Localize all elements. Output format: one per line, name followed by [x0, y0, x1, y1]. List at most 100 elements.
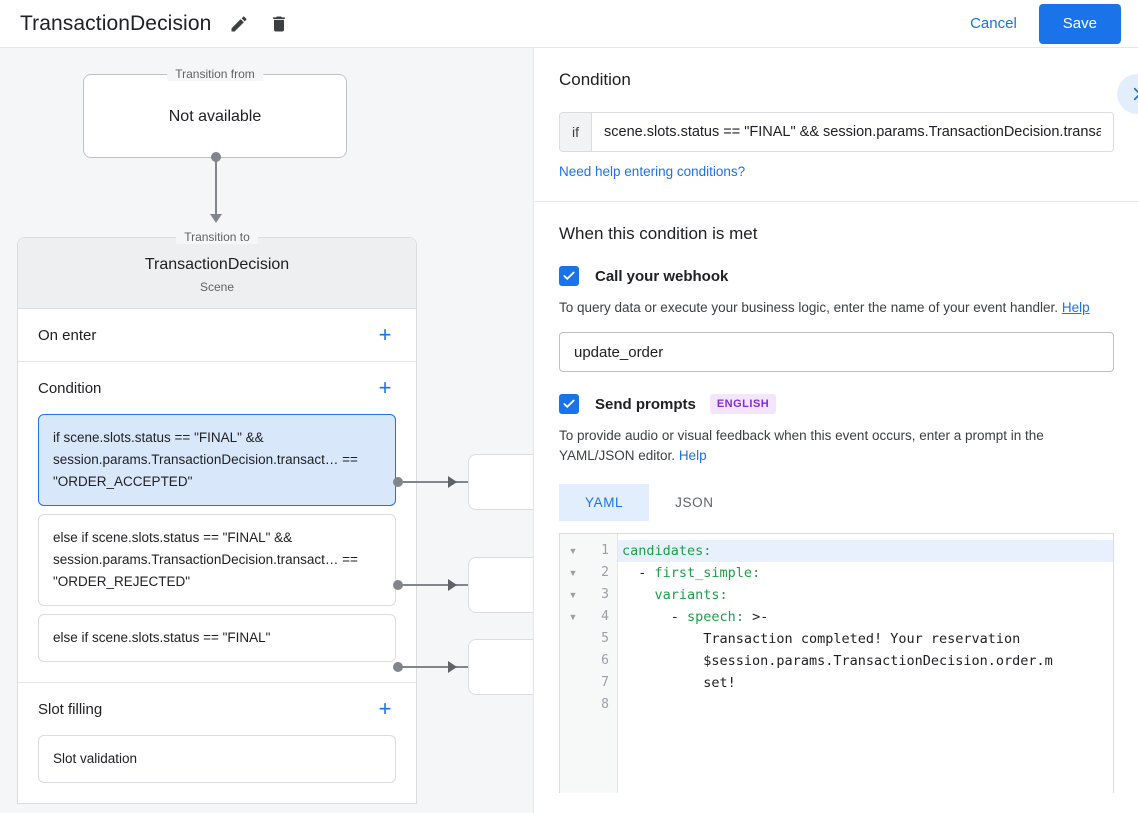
prompts-checkbox-row: Send prompts ENGLISH — [559, 394, 1114, 414]
line-number: 3 — [601, 587, 609, 602]
code-indent — [622, 565, 638, 581]
connector-line-condition-2 — [398, 584, 472, 586]
code-line: - first_simple: — [618, 562, 1113, 584]
add-condition-button[interactable]: + — [378, 375, 392, 400]
code-line — [618, 694, 1113, 716]
connector-arrow-condition-3 — [448, 661, 457, 673]
fold-toggle-icon[interactable]: ▼ — [568, 546, 578, 556]
section-title-slot-filling: Slot filling — [38, 700, 103, 718]
panel-heading-when-met: When this condition is met — [559, 224, 758, 243]
scene-graph-canvas[interactable]: Transition from Not available Transition… — [0, 48, 534, 813]
section-on-enter: On enter + — [18, 309, 416, 362]
yaml-code-editor[interactable]: ▼ ▼ ▼ ▼ 1 2 3 4 5 6 7 8 candidates: - fi… — [559, 533, 1114, 793]
connector-line-condition-1 — [398, 481, 472, 483]
code-token-dash: - — [638, 565, 655, 581]
editor-line-numbers: 1 2 3 4 5 6 7 8 — [586, 534, 618, 793]
code-token-key: first_simple: — [654, 565, 761, 581]
event-handler-input[interactable] — [559, 332, 1114, 372]
code-line: candidates: — [618, 540, 1113, 562]
condition-list: if scene.slots.status == "FINAL" && sess… — [38, 414, 396, 682]
webhook-label: Call your webhook — [595, 267, 729, 285]
webhook-help-link[interactable]: Help — [1061, 300, 1090, 315]
line-number: 5 — [601, 631, 609, 646]
section-title-condition: Condition — [38, 379, 102, 397]
list-item[interactable]: if scene.slots.status == "FINAL" && sess… — [38, 414, 396, 506]
code-line: - speech: >- — [618, 606, 1113, 628]
page-title: TransactionDecision — [20, 11, 212, 35]
trash-icon[interactable] — [267, 12, 291, 36]
transition-from-legend: Transition from — [167, 67, 263, 81]
code-token-tail: >- — [743, 609, 769, 625]
connector-line-vertical — [215, 157, 217, 219]
code-token-key: candidates: — [622, 543, 712, 559]
transition-from-value: Not available — [168, 108, 262, 125]
prompts-checkbox[interactable] — [559, 394, 579, 414]
code-indent — [622, 631, 703, 647]
list-item[interactable]: else if scene.slots.status == "FINAL" — [38, 614, 396, 662]
list-item[interactable]: Slot validation — [38, 735, 396, 783]
tab-json[interactable]: JSON — [675, 495, 714, 510]
prompts-label: Send prompts — [595, 395, 696, 413]
transition-from-box[interactable]: Transition from Not available — [83, 67, 347, 158]
fold-toggle-icon[interactable]: ▼ — [568, 590, 578, 600]
if-prefix-label: if — [560, 113, 592, 151]
code-line: $session.params.TransactionDecision.orde… — [618, 650, 1113, 672]
target-box-2[interactable] — [468, 557, 533, 613]
condition-input[interactable] — [592, 113, 1113, 151]
code-token-text: set! — [703, 675, 736, 691]
code-token-text: Transaction completed! Your reservation — [703, 631, 1021, 647]
code-token-dash: - — [670, 609, 688, 625]
transition-to-legend: Transition to — [176, 230, 258, 244]
code-indent — [622, 609, 671, 625]
line-number: 7 — [601, 675, 609, 690]
section-slot-filling: Slot filling + Slot validation — [18, 683, 416, 803]
save-button[interactable]: Save — [1038, 3, 1121, 44]
line-number: 6 — [601, 653, 609, 668]
code-token-text: $session.params.TransactionDecision.orde… — [703, 653, 1053, 669]
fold-toggle-icon[interactable]: ▼ — [568, 612, 578, 622]
cancel-button[interactable]: Cancel — [956, 7, 1031, 40]
section-title-on-enter: On enter — [38, 326, 97, 344]
top-app-bar: TransactionDecision Cancel Save — [0, 0, 1138, 48]
editor-fold-column: ▼ ▼ ▼ ▼ — [560, 534, 586, 793]
webhook-description: To query data or execute your business l… — [559, 298, 1114, 318]
fold-toggle-icon[interactable]: ▼ — [568, 568, 578, 578]
connector-arrow-down — [210, 214, 222, 223]
when-condition-met-section: When this condition is met Call your web… — [535, 202, 1138, 793]
line-number: 4 — [601, 609, 609, 624]
connector-arrow-condition-2 — [448, 579, 457, 591]
prompts-description-text: To provide audio or visual feedback when… — [559, 428, 1044, 463]
add-on-enter-button[interactable]: + — [378, 322, 392, 347]
line-number: 1 — [601, 543, 609, 558]
prompts-help-link[interactable]: Help — [678, 448, 707, 463]
editor-format-tabs: YAML JSON — [559, 484, 1114, 521]
scene-card: Transition to TransactionDecision Scene … — [17, 230, 417, 804]
code-line: Transaction completed! Your reservation — [618, 628, 1113, 650]
target-box-1[interactable] — [468, 454, 533, 510]
list-item[interactable]: else if scene.slots.status == "FINAL" &&… — [38, 514, 396, 606]
section-condition: Condition + if scene.slots.status == "FI… — [18, 362, 416, 683]
tab-yaml[interactable]: YAML — [559, 484, 650, 521]
prompts-description: To provide audio or visual feedback when… — [559, 426, 1114, 466]
scene-type: Scene — [199, 280, 235, 294]
code-line: variants: — [618, 584, 1113, 606]
add-slot-filling-button[interactable]: + — [378, 696, 392, 721]
editor-code-area[interactable]: candidates: - first_simple: variants: - … — [618, 534, 1113, 793]
pencil-icon[interactable] — [227, 12, 251, 36]
code-indent — [622, 587, 655, 603]
need-help-conditions-link[interactable]: Need help entering conditions? — [559, 164, 746, 179]
webhook-checkbox[interactable] — [559, 266, 579, 286]
code-indent — [622, 653, 703, 669]
target-box-3[interactable] — [468, 639, 533, 695]
scene-name: TransactionDecision — [144, 256, 290, 273]
slot-filling-list: Slot validation — [38, 735, 396, 803]
condition-editor-section: Condition if Need help entering conditio… — [535, 48, 1138, 202]
code-indent — [622, 675, 703, 691]
scene-card-header[interactable]: Transition to TransactionDecision Scene — [18, 230, 416, 309]
chevron-right-icon[interactable] — [1117, 74, 1138, 114]
code-line: set! — [618, 672, 1113, 694]
language-badge: ENGLISH — [709, 394, 777, 414]
connector-arrow-condition-1 — [448, 476, 457, 488]
connector-line-condition-3 — [398, 666, 472, 668]
code-token-key: speech: — [687, 609, 744, 625]
